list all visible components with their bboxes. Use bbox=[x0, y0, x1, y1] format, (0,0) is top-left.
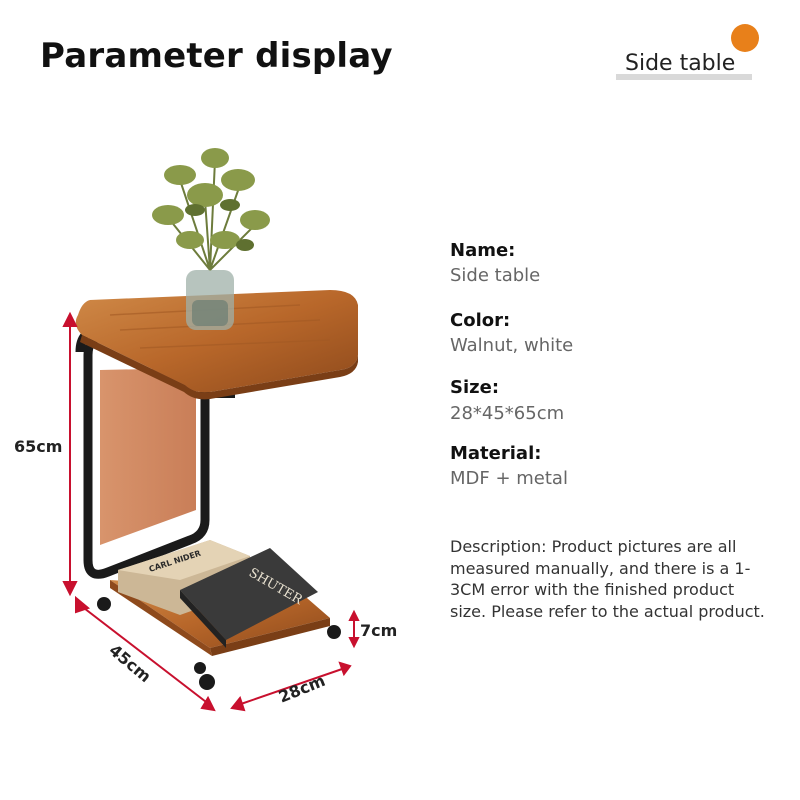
vase-with-plant bbox=[152, 148, 270, 330]
spec-label-material: Material: bbox=[450, 443, 542, 464]
width-dimension-line bbox=[237, 667, 346, 706]
spec-label-name: Name: bbox=[450, 240, 516, 261]
caster-wheels bbox=[97, 597, 341, 690]
width-label: 28cm bbox=[276, 671, 328, 707]
spec-value-name: Side table bbox=[450, 265, 541, 286]
spec-value-size: 28*45*65cm bbox=[450, 403, 565, 424]
product-description: Description: Product pictures are all me… bbox=[450, 537, 765, 621]
back-panel bbox=[100, 368, 196, 545]
spec-label-color: Color: bbox=[450, 310, 511, 331]
tag-underline bbox=[616, 74, 752, 80]
accent-dot bbox=[731, 24, 759, 52]
depth-dimension-line bbox=[79, 604, 211, 706]
spec-label-size: Size: bbox=[450, 377, 500, 398]
height-label: 65cm bbox=[14, 437, 62, 456]
product-illustration: CARL NIDER SHUTER 65cm 45cm 28cm 7cm bbox=[14, 148, 397, 712]
books: CARL NIDER SHUTER bbox=[118, 540, 318, 648]
product-tag: Side table bbox=[625, 51, 736, 76]
depth-label: 45cm bbox=[105, 640, 154, 686]
tabletop bbox=[75, 290, 358, 400]
page-title: Parameter display bbox=[40, 36, 393, 76]
shelf-height-label: 7cm bbox=[360, 621, 397, 640]
spec-value-color: Walnut, white bbox=[450, 335, 574, 356]
spec-value-material: MDF + metal bbox=[450, 468, 568, 489]
